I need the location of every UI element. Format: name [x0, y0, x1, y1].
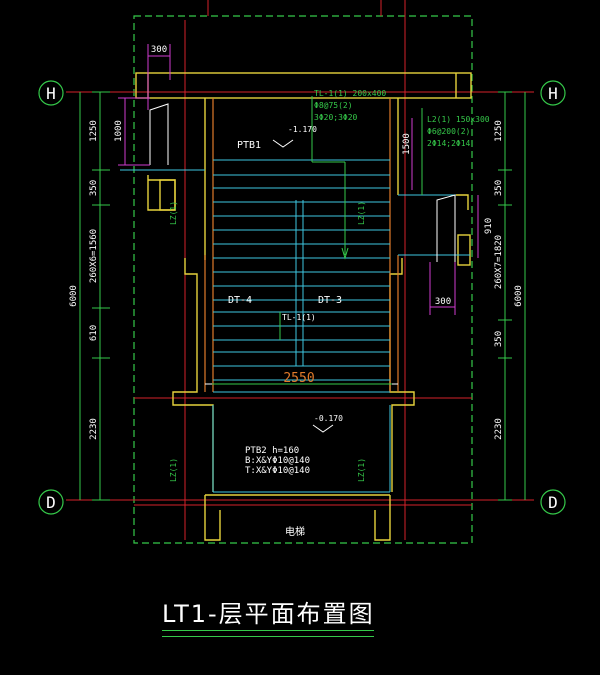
- axis-bubble-right-bottom: [540, 489, 566, 515]
- title-underline: [162, 630, 374, 631]
- beam-top-line2: Φ8@75(2): [314, 101, 353, 110]
- span-label: 2550: [283, 371, 314, 386]
- dt4-label: DT-4: [228, 295, 252, 306]
- lz-left-lower: LZ(1): [169, 458, 178, 482]
- elev-lower: -0.170: [314, 414, 343, 423]
- stair-treads: [120, 159, 470, 493]
- drawing-title: LT1-层平面布置图: [162, 600, 375, 628]
- axis-bubble-right-top: [540, 80, 566, 106]
- magenta-dims: [118, 44, 479, 315]
- dim-top-300: 300: [151, 45, 167, 55]
- ptb2-line3: T:X&YΦ10@140: [245, 466, 310, 476]
- axis-bubble-left-top: [38, 80, 64, 106]
- tl-label: TL-1(1): [282, 313, 316, 322]
- dim-left-inner: 1000: [114, 120, 124, 142]
- dim-right-steps: 260X7=1820: [494, 235, 504, 289]
- dimension-lines: [79, 91, 526, 501]
- ptb1-label: PTB1: [237, 140, 261, 151]
- beam-labels: TL-1(1) 200x400 Φ8@75(2) 3Φ20;3Φ20 L2(1)…: [169, 89, 490, 482]
- stair-edge: [204, 98, 399, 392]
- beam-right-line3: 2Φ14;2Φ14: [427, 139, 471, 148]
- ptb2-line2: B:X&YΦ10@140: [245, 456, 310, 466]
- dim-right-inner: 910: [484, 218, 494, 234]
- axis-label-right-top: H: [548, 84, 558, 103]
- dim-left-2230: 2230: [89, 418, 99, 440]
- dim-left-1250: 1250: [89, 120, 99, 142]
- axis-bubble-left-bottom: [38, 489, 64, 515]
- dim-right-total: 6000: [514, 285, 524, 307]
- elevator-label: 电梯: [285, 525, 305, 538]
- dim-right-350-lower: 350: [494, 331, 504, 347]
- dim-left-350: 350: [89, 180, 99, 196]
- elev-upper: -1.170: [288, 125, 317, 134]
- dim-right-350: 350: [494, 180, 504, 196]
- dim-left-610: 610: [89, 325, 99, 341]
- dim-left-steps: 260X6=1560: [89, 229, 99, 283]
- ptb2-line1: PTB2 h=160: [245, 446, 299, 456]
- beam-top-line1: TL-1(1) 200x400: [314, 89, 386, 98]
- beam-right-line2: Φ6@200(2): [427, 127, 470, 136]
- beam-right-line1: L2(1) 150x300: [427, 115, 490, 124]
- axis-bubbles: H H D D: [38, 80, 566, 515]
- dim-right-2230: 2230: [494, 418, 504, 440]
- axis-lines: [66, 0, 534, 540]
- axis-label-left-top: H: [46, 84, 56, 103]
- lz-right-lower: LZ(1): [357, 458, 366, 482]
- labels: -1.170 PTB1 DT-4 DT-3 -0.170 电梯 PTB2 h=1…: [228, 125, 343, 538]
- dimension-texts: 1250 350 260X6=1560 610 2230 6000 1000 1…: [69, 45, 524, 440]
- axis-label-left-bottom: D: [46, 493, 56, 512]
- dim-left-total: 6000: [69, 285, 79, 307]
- dim-right-300: 300: [435, 297, 451, 307]
- dim-right-upper: 1500: [402, 133, 412, 155]
- axis-label-right-bottom: D: [548, 493, 558, 512]
- lz-left-upper: LZ(1): [169, 201, 178, 225]
- beam-top-line3: 3Φ20;3Φ20: [314, 113, 358, 122]
- leaders: [279, 96, 423, 340]
- lz-right-upper: LZ(1): [357, 201, 366, 225]
- dim-right-1250: 1250: [494, 120, 504, 142]
- outer-boundary: [133, 15, 473, 544]
- title-underline-second: [162, 636, 374, 637]
- dt3-label: DT-3: [318, 295, 342, 306]
